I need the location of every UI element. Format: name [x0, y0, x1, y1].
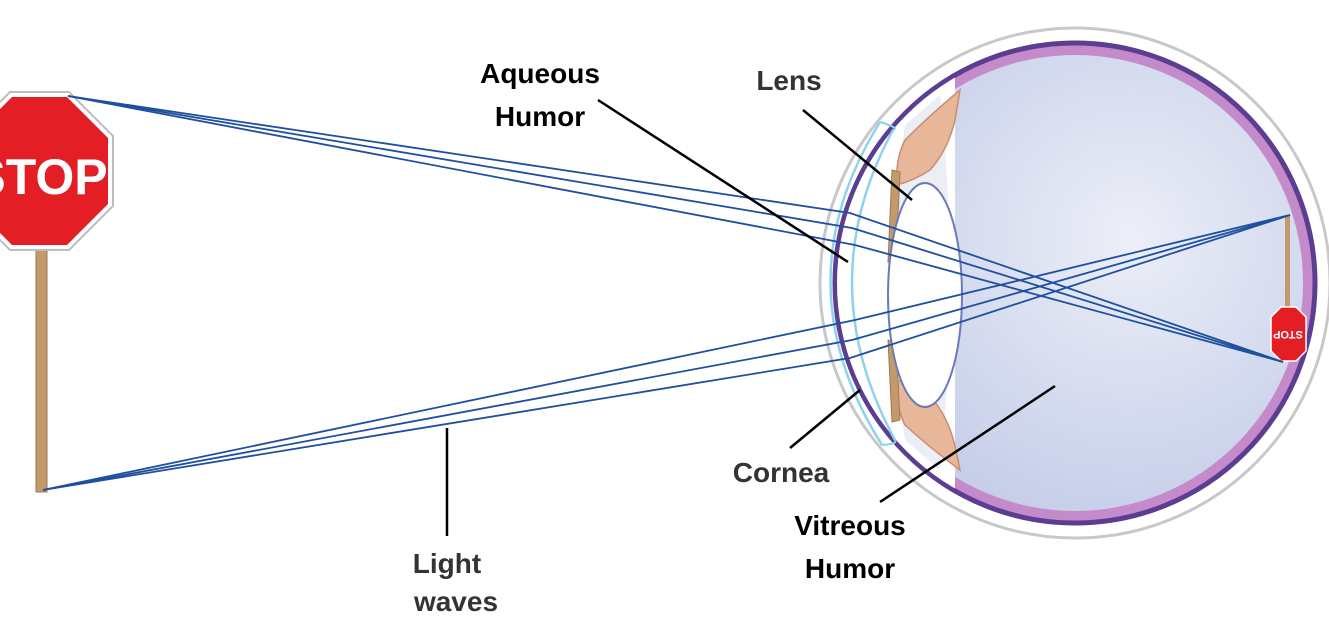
stop-sign-object: STOP [0, 91, 114, 493]
image-post [1285, 216, 1290, 312]
leader-cornea [789, 389, 861, 449]
retina-image: STOP [1270, 216, 1307, 362]
vitreous-body [847, 55, 1303, 511]
label-aqueous-2: Humor [495, 101, 585, 132]
ray-bottom-2 [42, 214, 1291, 491]
label-light-2: waves [413, 586, 498, 617]
label-vitreous-1: Vitreous [794, 510, 906, 541]
label-lens: Lens [756, 65, 821, 96]
ray-bottom-3 [42, 214, 1291, 491]
sign-text: STOP [0, 149, 108, 205]
label-aqueous-1: Aqueous [480, 58, 600, 89]
leader-lines [445, 98, 1056, 536]
label-cornea: Cornea [733, 457, 830, 488]
light-rays [42, 95, 1291, 491]
eyeball [818, 26, 1329, 540]
lens [887, 182, 963, 408]
ray-bottom-1 [42, 214, 1291, 491]
ray-top-2 [67, 95, 1284, 363]
sign-post [35, 244, 48, 493]
labels: Aqueous Humor Lens Cornea Vitreous Humor… [413, 58, 906, 617]
sign-octagon [0, 97, 108, 245]
ray-top-3 [67, 95, 1284, 363]
leader-lens [802, 109, 913, 201]
leader-vitreous [879, 384, 1056, 504]
label-light-1: Light [413, 548, 481, 579]
leader-aqueous [597, 98, 849, 264]
cornea-outer [829, 121, 884, 446]
image-octagon [1270, 306, 1307, 362]
image-sign-text: STOP [1273, 328, 1303, 340]
ray-top-1 [67, 95, 1284, 363]
label-vitreous-2: Humor [805, 553, 895, 584]
